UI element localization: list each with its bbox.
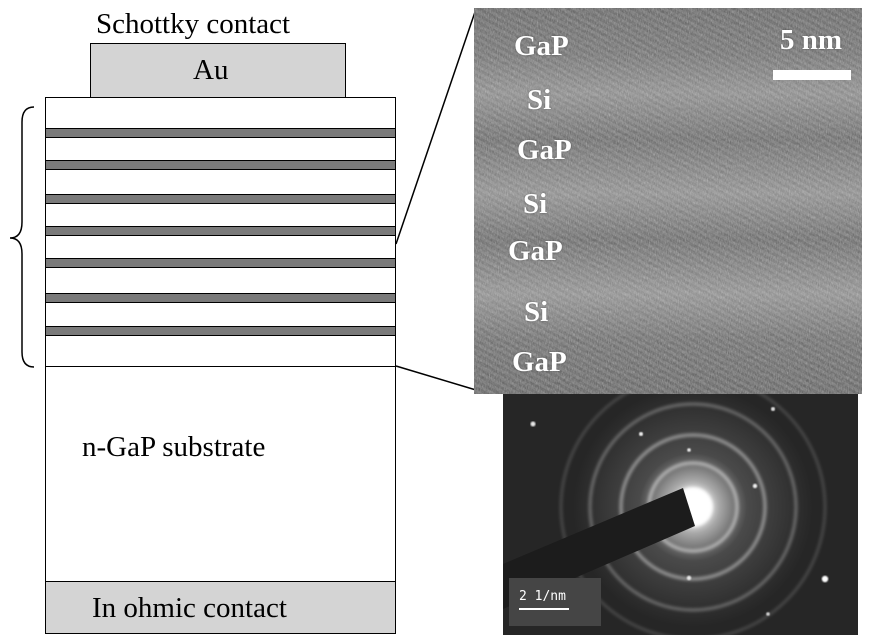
ohmic-contact: In ohmic contact (45, 581, 396, 634)
tem-layer-label: GaP (508, 235, 563, 267)
tem-layer-label: Si (527, 84, 552, 116)
si-layer (45, 128, 396, 138)
saed-scale-box: 2 1/nm (509, 578, 601, 626)
superlattice-brace (9, 106, 35, 368)
saed-scale-label: 2 1/nm (519, 589, 566, 604)
tem-scale-label: 5 nm (780, 24, 843, 56)
tem-scale-bar (773, 70, 851, 80)
tem-layer-label: GaP (512, 346, 567, 378)
diffraction-pattern-image: 2 1/nm (503, 394, 858, 635)
au-label: Au (193, 54, 229, 86)
au-contact: Au (90, 43, 346, 98)
tem-layer-label: GaP (514, 30, 569, 62)
si-layer (45, 326, 396, 336)
ohmic-contact-label: In ohmic contact (92, 592, 287, 624)
si-layer (45, 258, 396, 268)
si-layer (45, 226, 396, 236)
saed-scale-bar (519, 608, 569, 610)
si-layer (45, 160, 396, 170)
tem-layer-label: Si (523, 188, 548, 220)
schottky-contact-label: Schottky contact (96, 8, 291, 40)
hrtem-image: 5 nm GaP Si GaP Si GaP Si GaP (474, 8, 862, 394)
zoom-line-top (395, 8, 477, 245)
tem-layer-label: GaP (517, 134, 572, 166)
zoom-line-bottom (395, 365, 477, 391)
si-layer (45, 293, 396, 303)
tem-layer-label: Si (524, 296, 549, 328)
substrate-label: n-GaP substrate (82, 431, 266, 463)
si-layer (45, 194, 396, 204)
